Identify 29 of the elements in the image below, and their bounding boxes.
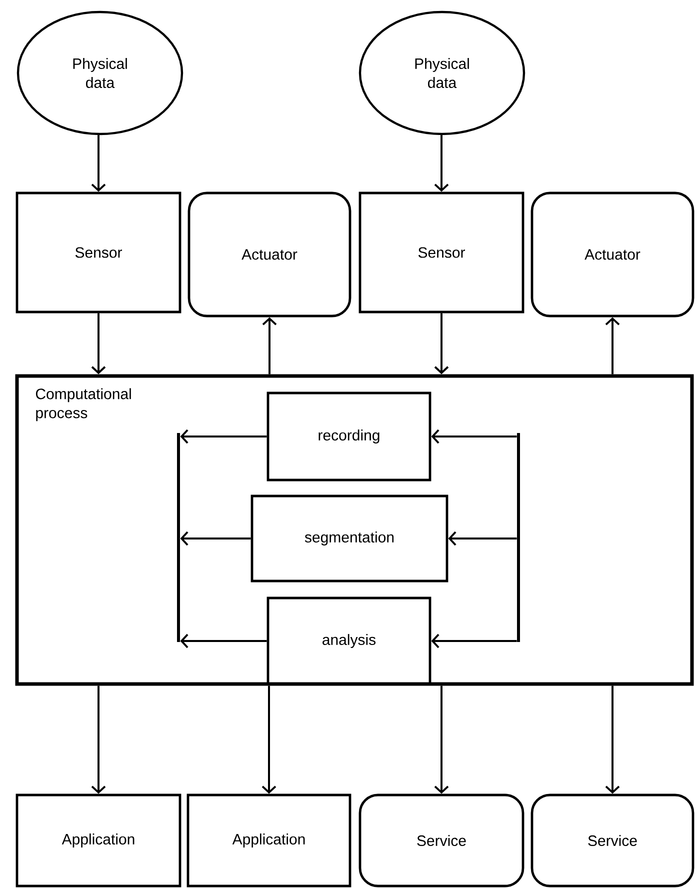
process-box: Sensor — [358, 192, 524, 314]
arrow — [180, 429, 267, 444]
rounded-box: Actuator — [530, 192, 694, 318]
arrow — [262, 686, 276, 794]
arrow — [262, 317, 277, 374]
process-box: analysis — [266, 596, 432, 686]
arrow — [434, 135, 449, 192]
arrow — [434, 313, 449, 374]
arrow — [91, 135, 106, 192]
arrow — [605, 317, 620, 374]
junction-bar — [177, 433, 180, 642]
arrow — [605, 686, 620, 794]
arrow — [431, 634, 517, 648]
arrow — [91, 686, 106, 794]
junction-bar — [517, 433, 520, 642]
arrow — [448, 531, 517, 546]
arrow — [180, 531, 251, 546]
arrow — [431, 429, 517, 444]
process-box: recording — [266, 392, 432, 482]
rounded-box: Service — [358, 794, 524, 888]
arrow — [434, 686, 449, 794]
process-box: Application — [16, 794, 182, 888]
process-box: Application — [186, 794, 352, 888]
rounded-box: Service — [530, 794, 694, 888]
arrow — [180, 634, 267, 648]
arrow — [91, 313, 106, 374]
process-box: Sensor — [16, 192, 182, 314]
rounded-box: Actuator — [188, 192, 352, 318]
process-box: segmentation — [250, 494, 448, 582]
